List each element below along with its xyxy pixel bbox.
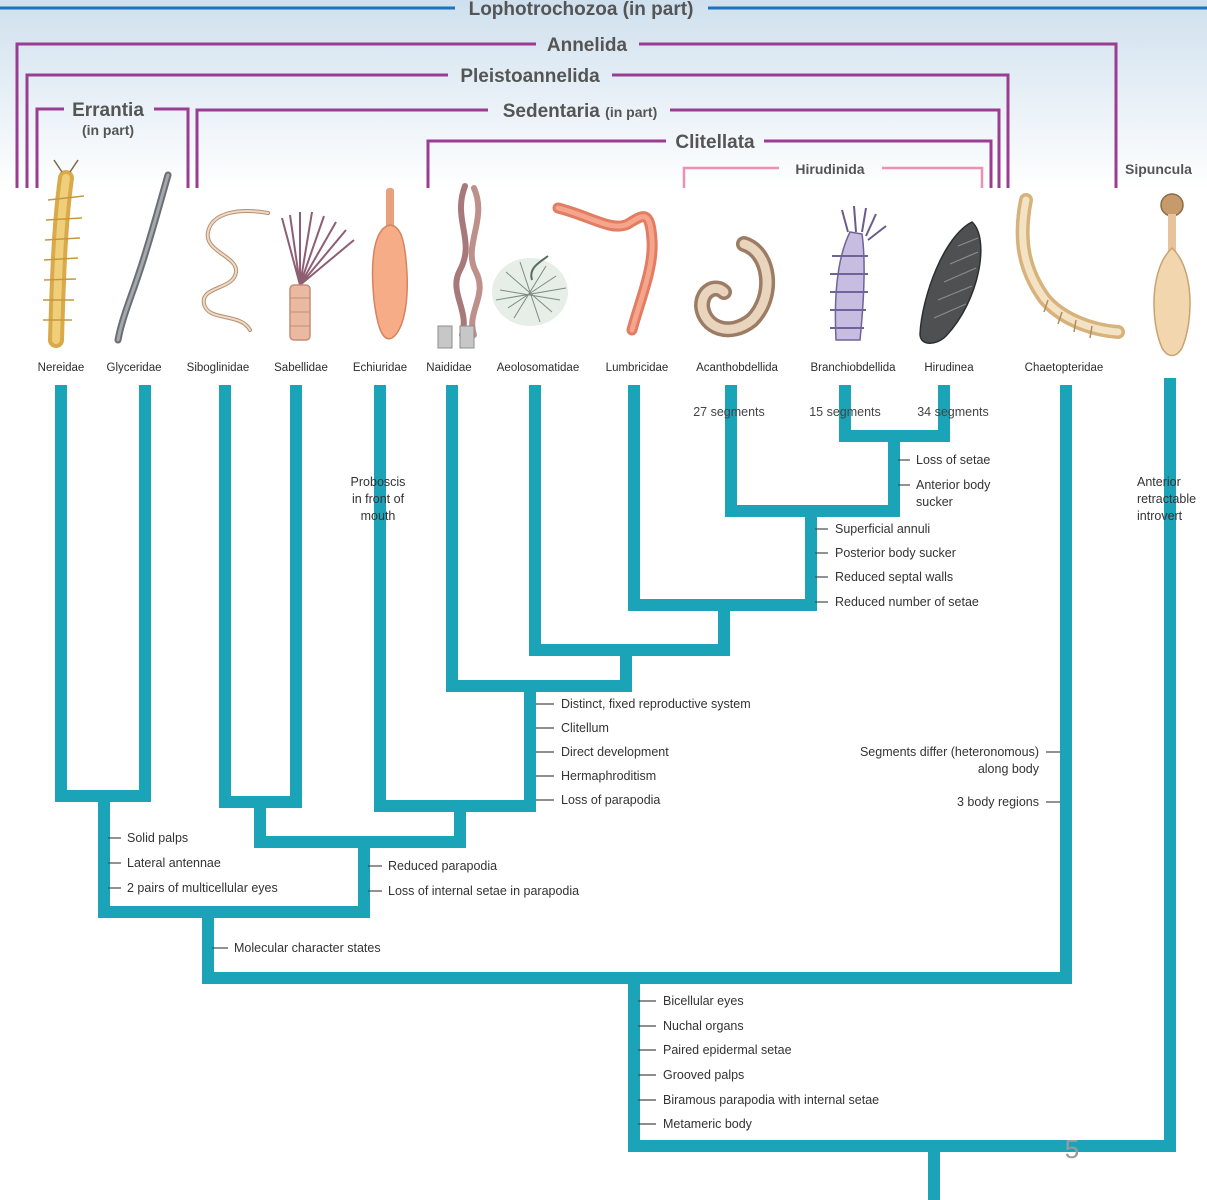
glycerid-worm-icon xyxy=(114,171,172,344)
siboglinid-worm-icon xyxy=(201,209,270,332)
char-reduced-parapodia: Reduced parapodia xyxy=(388,859,497,873)
nereid-worm-icon xyxy=(43,159,85,348)
char-clitellum: Clitellum xyxy=(561,721,609,735)
label-sedentaria-main: Sedentaria xyxy=(503,101,601,122)
errantia-bracket xyxy=(35,107,190,188)
echiurid-worm-icon xyxy=(371,188,408,340)
char-loss-internal-setae: Loss of internal setae in parapodia xyxy=(388,884,579,898)
char-nuchal-organs: Nuchal organs xyxy=(663,1019,744,1033)
taxon-siboglinidae: Siboglinidae xyxy=(187,362,250,374)
taxon-glyceridae: Glyceridae xyxy=(107,362,162,374)
char-solid-palps: Solid palps xyxy=(127,831,188,845)
taxon-echiuridae: Echiuridae xyxy=(353,362,407,374)
segments-branchiobdellida: 15 segments xyxy=(809,405,881,419)
char-metameric-body: Metameric body xyxy=(663,1117,753,1131)
hirudinida-bracket xyxy=(682,166,984,188)
clitellata-bracket xyxy=(426,139,993,188)
char-along-body: along body xyxy=(978,762,1040,776)
char-reproductive-system: Distinct, fixed reproductive system xyxy=(561,697,751,711)
pleistoannelida-bracket xyxy=(25,73,1010,188)
page-number: 5 xyxy=(1065,1134,1079,1164)
branch-lumbricidae xyxy=(628,385,817,611)
label-clitellata: Clitellata xyxy=(675,132,755,153)
char-direct-development: Direct development xyxy=(561,745,669,759)
char-proboscis: Proboscis xyxy=(351,475,406,489)
char-sucker: sucker xyxy=(916,495,953,509)
char-anterior: Anterior xyxy=(1137,475,1181,489)
label-errantia-sub: (in part) xyxy=(82,122,134,138)
char-multicellular-eyes: 2 pairs of multicellular eyes xyxy=(127,881,278,895)
char-retractable: retractable xyxy=(1137,492,1196,506)
sipunculid-icon xyxy=(1153,193,1191,357)
label-sipuncula: Sipuncula xyxy=(1125,161,1192,177)
char-molecular-states: Molecular character states xyxy=(234,941,381,955)
branch-branchio-hirudinea xyxy=(839,385,950,442)
taxon-aeolosomatidae: Aeolosomatidae xyxy=(497,362,579,374)
char-3-body-regions: 3 body regions xyxy=(957,795,1039,809)
taxon-naididae: Naididae xyxy=(426,362,471,374)
character-labels: Loss of setae Anterior body sucker Super… xyxy=(108,453,1196,1131)
tree-branches xyxy=(55,378,1176,1200)
label-lophotrochozoa: Lophotrochozoa (in part) xyxy=(469,0,694,20)
acanthobdellid-icon xyxy=(693,236,776,338)
char-in-front-of: in front of xyxy=(352,492,405,506)
group-brackets xyxy=(0,6,1207,188)
char-biramous-parapodia: Biramous parapodia with internal setae xyxy=(663,1093,879,1107)
taxon-hirudinea: Hirudinea xyxy=(924,362,974,374)
branch-pleistoannelida xyxy=(98,796,370,918)
taxon-labels: Nereidae Glyceridae Siboglinidae Sabelli… xyxy=(38,362,1104,374)
char-anterior-body: Anterior body xyxy=(916,478,991,492)
label-sedentaria-sub: (in part) xyxy=(605,104,657,120)
label-annelida: Annelida xyxy=(547,35,628,56)
char-bicellular-eyes: Bicellular eyes xyxy=(663,994,744,1008)
label-errantia: Errantia xyxy=(72,100,144,121)
taxon-sabellidae: Sabellidae xyxy=(274,362,328,374)
char-paired-setae: Paired epidermal setae xyxy=(663,1043,792,1057)
organism-illustrations xyxy=(43,159,1191,357)
sedentaria-bracket xyxy=(195,108,1001,188)
label-sedentaria: Sedentaria (in part) xyxy=(503,101,658,122)
annelida-bracket xyxy=(15,42,1118,188)
char-posterior-body-sucker: Posterior body sucker xyxy=(835,546,956,560)
char-reduced-septal-walls: Reduced septal walls xyxy=(835,570,953,584)
char-lateral-antennae: Lateral antennae xyxy=(127,856,221,870)
branch-naididae xyxy=(446,385,632,692)
branch-aeolosomatidae xyxy=(529,385,730,656)
char-reduced-number-setae: Reduced number of setae xyxy=(835,595,979,609)
branch-sipuncula xyxy=(628,378,1176,1152)
taxon-branchiobdellida: Branchiobdellida xyxy=(810,362,896,374)
char-grooved-palps: Grooved palps xyxy=(663,1068,744,1082)
taxon-acanthobdellida: Acanthobdellida xyxy=(696,362,778,374)
chaetopterid-icon xyxy=(1015,193,1125,339)
taxon-lumbricidae: Lumbricidae xyxy=(606,362,669,374)
aeolosomatid-worm-icon xyxy=(492,255,568,326)
taxon-chaetopteridae: Chaetopteridae xyxy=(1025,362,1104,374)
char-hermaphroditism: Hermaphroditism xyxy=(561,769,656,783)
char-loss-of-parapodia: Loss of parapodia xyxy=(561,793,660,807)
char-superficial-annuli: Superficial annuli xyxy=(835,522,930,536)
char-segments-differ: Segments differ (heteronomous) xyxy=(860,745,1039,759)
char-introvert: introvert xyxy=(1137,509,1183,523)
branch-errantia xyxy=(55,385,151,802)
label-hirudinida: Hirudinida xyxy=(795,161,864,177)
segments-hirudinea: 34 segments xyxy=(917,405,989,419)
branchiobdellid-icon xyxy=(830,205,887,341)
taxon-nereidae: Nereidae xyxy=(38,362,85,374)
header-band xyxy=(0,0,1207,190)
sabellid-fanworm-icon xyxy=(281,211,355,341)
branch-acanthobdellida xyxy=(725,385,900,517)
branch-sibo-sabell xyxy=(219,385,302,808)
earthworm-icon xyxy=(552,202,658,336)
char-mouth: mouth xyxy=(361,509,396,523)
segments-acanthobdellida: 27 segments xyxy=(693,405,765,419)
leech-icon xyxy=(919,221,982,344)
char-loss-of-setae: Loss of setae xyxy=(916,453,990,467)
naidid-worm-icon xyxy=(437,183,483,349)
label-pleistoannelida: Pleistoannelida xyxy=(460,66,600,87)
